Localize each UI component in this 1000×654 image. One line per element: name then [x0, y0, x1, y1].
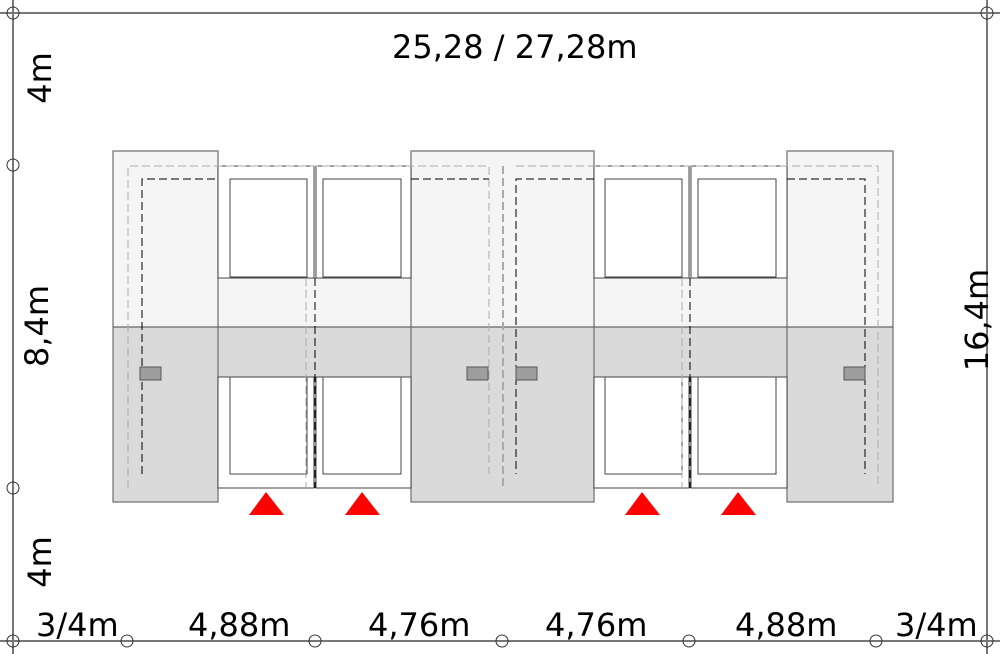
entrance-marker	[625, 492, 660, 515]
setback-lines-gray	[127, 165, 879, 488]
unit-cells	[217, 165, 788, 489]
entrance-markers	[249, 492, 756, 515]
bottom-dimension-2: 4,88m	[188, 606, 291, 644]
entrance-marker	[249, 492, 284, 515]
bottom-dimension-5: 4,88m	[735, 606, 838, 644]
entrance-marker	[345, 492, 380, 515]
entrance-marker	[721, 492, 756, 515]
grid-markers	[6, 6, 994, 648]
bottom-dimension-1: 3/4m	[36, 606, 119, 644]
left-dimension-middle: 8,4m	[18, 284, 57, 368]
bottom-dimension-6: 3/4m	[895, 606, 978, 644]
bottom-dimension-3: 4,76m	[368, 606, 471, 644]
left-dimension-top: 4m	[20, 52, 59, 104]
left-dimension-bottom: 4m	[20, 536, 59, 588]
right-dimension-label: 16,4m	[958, 268, 997, 372]
top-dimension-label: 25,28 / 27,28m	[392, 28, 638, 66]
bottom-dimension-4: 4,76m	[545, 606, 648, 644]
chimneys	[139, 366, 866, 381]
